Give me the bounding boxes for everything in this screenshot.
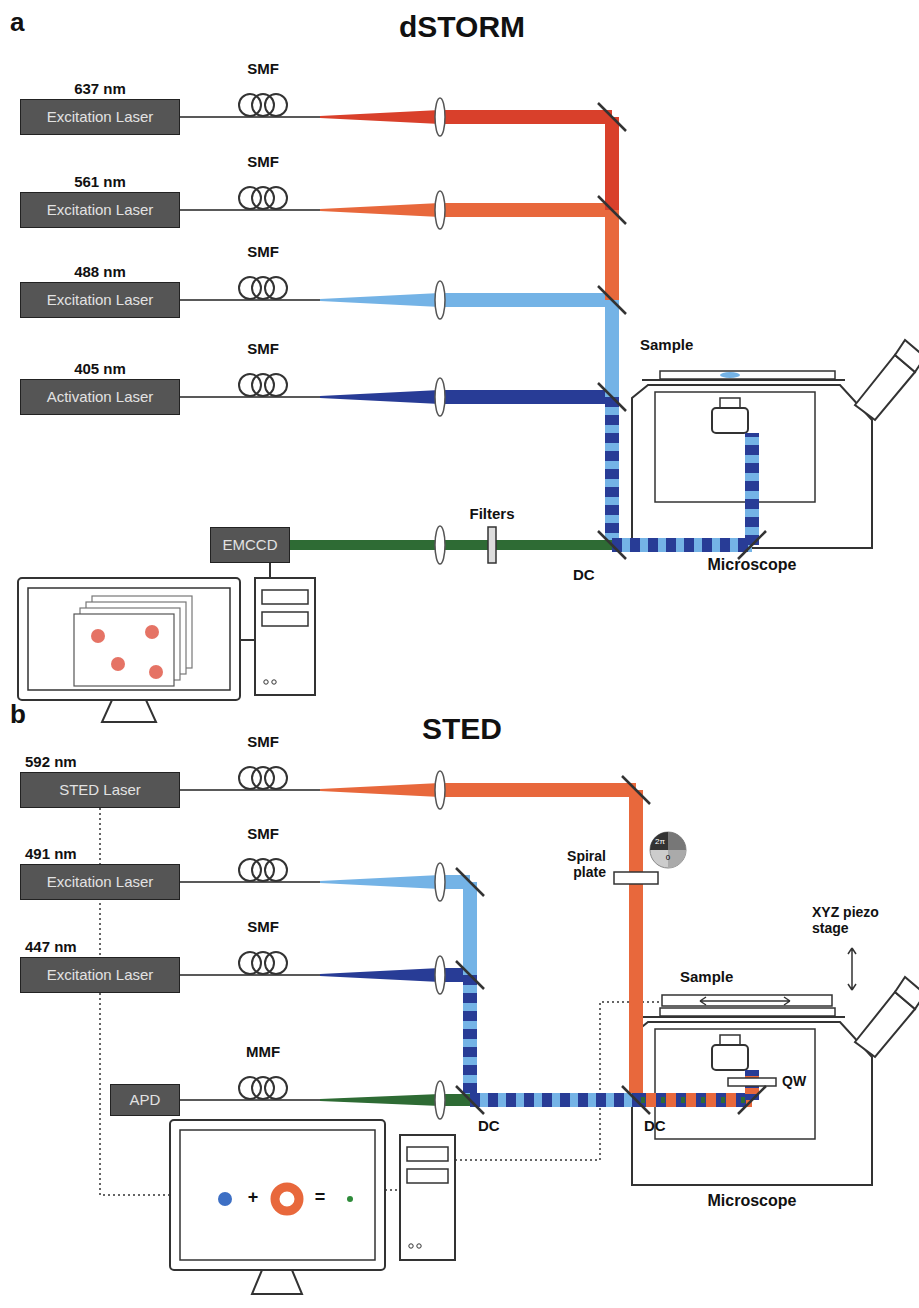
lenses-b [435, 771, 445, 1119]
sample-label: Sample [640, 336, 693, 353]
panel-title: dSTORM [399, 10, 525, 45]
fiber-label: SMF [247, 825, 279, 842]
laser-beams-a [290, 110, 759, 552]
spiral-plate [614, 872, 658, 884]
laser-box: 447 nmExcitation Laser [20, 957, 180, 993]
laser-box: 405 nmActivation Laser [20, 379, 180, 415]
waveplate-label: QW [782, 1073, 806, 1089]
panel-title: STED [422, 712, 502, 747]
phase-label: 2π [655, 837, 665, 846]
camera-box: EMCCD [210, 527, 290, 563]
wavelength-label: 637 nm [21, 80, 179, 97]
wavelength-label: 491 nm [25, 845, 77, 862]
fiber-coils-b [239, 767, 287, 1099]
fiber-label: SMF [247, 60, 279, 77]
mirrors-a [598, 103, 766, 559]
dichroic-label: DC [478, 1117, 500, 1134]
fibers-a [180, 117, 320, 397]
fiber-label: SMF [247, 243, 279, 260]
laser-box: 637 nmExcitation Laser [20, 99, 180, 135]
stage-label: XYZ piezo stage [812, 904, 896, 936]
spiral-plate-label: Spiral plate [554, 848, 606, 880]
fiber-label: SMF [247, 733, 279, 750]
laser-box: 592 nmSTED Laser [20, 772, 180, 808]
box-label: EMCCD [217, 534, 284, 555]
filter-label: Filters [469, 505, 514, 522]
wavelength-label: 447 nm [25, 938, 77, 955]
fiber-label: SMF [247, 918, 279, 935]
sample-label: Sample [680, 968, 733, 985]
computer-b [170, 1120, 455, 1294]
box-label: APD [124, 1089, 167, 1110]
wavelength-label: 561 nm [21, 173, 179, 190]
lenses-a [435, 98, 445, 564]
box-label: STED Laser [53, 779, 147, 800]
laser-beams-b [320, 783, 759, 1107]
fiber-label: SMF [247, 340, 279, 357]
equals-sign: = [315, 1187, 326, 1208]
box-label: Excitation Laser [41, 871, 160, 892]
detector-box: APD [110, 1084, 180, 1116]
microscope-label: Microscope [708, 1192, 797, 1210]
filter [488, 527, 496, 563]
box-label: Activation Laser [41, 386, 160, 407]
fiber-label: SMF [247, 153, 279, 170]
fiber-label: MMF [246, 1043, 280, 1060]
laser-box: 561 nmExcitation Laser [20, 192, 180, 228]
computer-a [18, 563, 315, 722]
panel-letter: a [10, 8, 24, 38]
microscope-b [632, 948, 919, 1185]
panel-letter: b [10, 700, 26, 730]
wavelength-label: 488 nm [21, 263, 179, 280]
dichroic-label: DC [644, 1117, 666, 1134]
phase-label: 0 [666, 853, 670, 862]
fibers-b [180, 790, 320, 1100]
box-label: Excitation Laser [41, 106, 160, 127]
wavelength-label: 405 nm [21, 360, 179, 377]
fiber-coils-a [239, 94, 287, 396]
laser-box: 491 nmExcitation Laser [20, 864, 180, 900]
quarter-wave-plate [728, 1078, 776, 1086]
dichroic-label: DC [573, 566, 595, 583]
mirrors-b [456, 776, 766, 1114]
box-label: Excitation Laser [41, 289, 160, 310]
microscope-label: Microscope [708, 556, 797, 574]
box-label: Excitation Laser [41, 199, 160, 220]
microscope-a [632, 340, 919, 548]
laser-box: 488 nmExcitation Laser [20, 282, 180, 318]
wavelength-label: 592 nm [25, 753, 77, 770]
plus-sign: + [248, 1187, 259, 1208]
spiral-phase-icon [650, 832, 686, 868]
box-label: Excitation Laser [41, 964, 160, 985]
